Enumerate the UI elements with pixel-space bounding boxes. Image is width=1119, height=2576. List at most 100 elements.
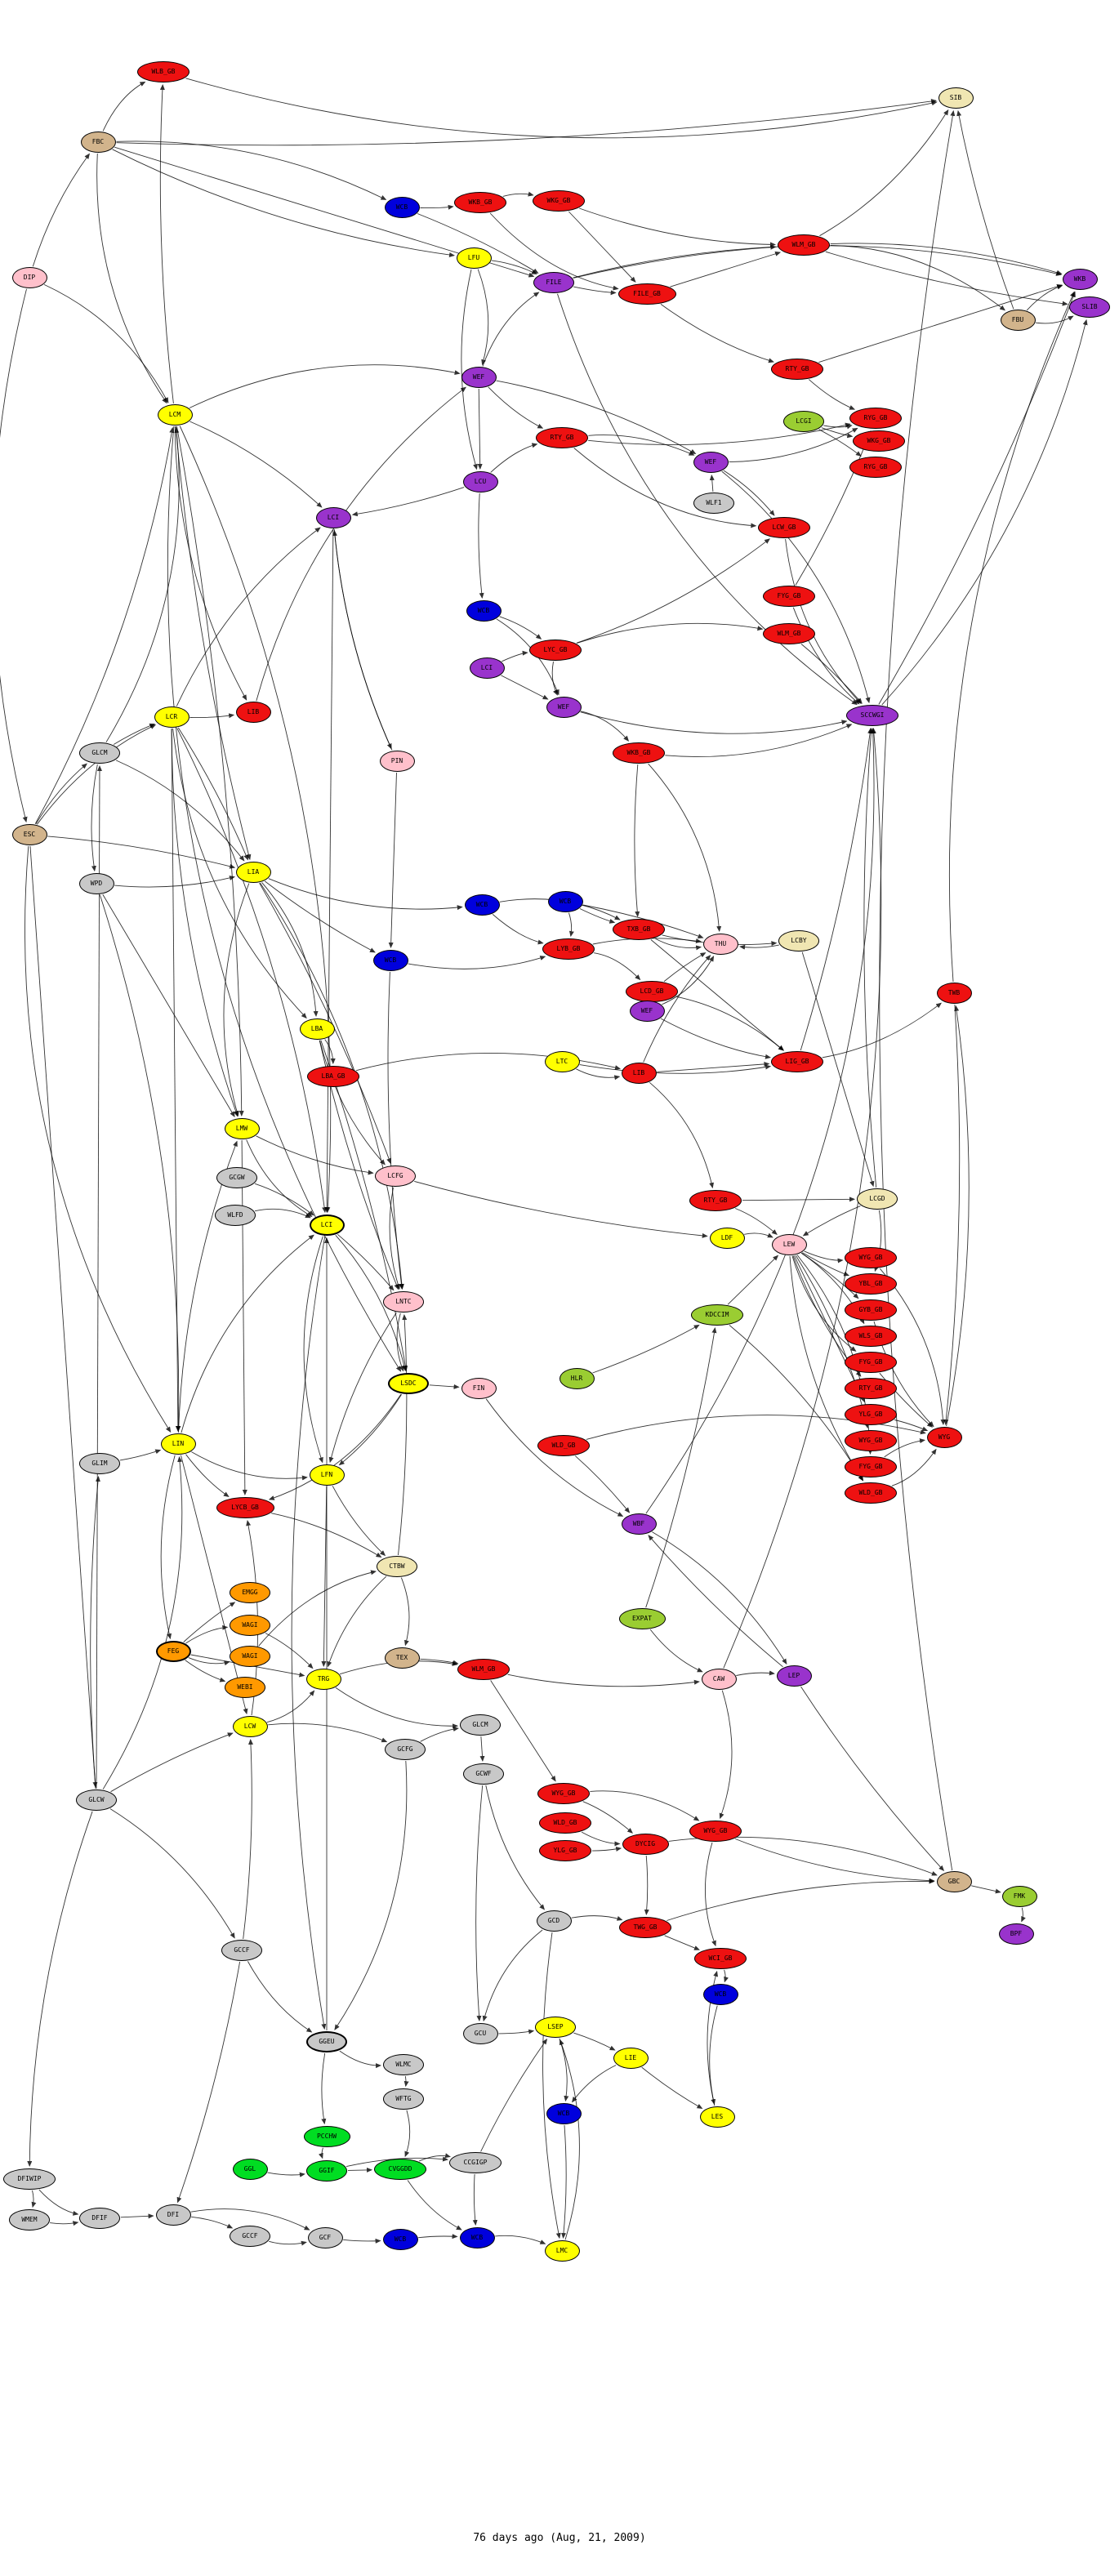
- graph-node-ylg-gb[interactable]: YLG_GB: [845, 1404, 897, 1425]
- graph-node-emgg[interactable]: EMGG: [230, 1582, 270, 1603]
- graph-node-rty-gb[interactable]: RTY_GB: [845, 1378, 897, 1399]
- graph-node-lin[interactable]: LIN: [160, 1433, 196, 1455]
- graph-node-rty-gb[interactable]: RTY_GB: [689, 1190, 742, 1211]
- graph-node-file-gb[interactable]: FILE_GB: [617, 283, 676, 305]
- graph-node-file[interactable]: FILE: [533, 272, 574, 293]
- graph-node-wlmc[interactable]: WLMC: [383, 2054, 424, 2075]
- graph-node-lsep[interactable]: LSEP: [535, 2017, 576, 2038]
- graph-node-wyg-gb[interactable]: WYG_GB: [689, 1821, 742, 1842]
- graph-node-ltc[interactable]: LTC: [544, 1051, 580, 1072]
- graph-node-glcm[interactable]: GLCM: [460, 1714, 501, 1736]
- graph-node-pcchw[interactable]: PCCHW: [303, 2126, 350, 2147]
- graph-node-txb-gb[interactable]: TXB_GB: [613, 919, 665, 940]
- graph-node-lfu[interactable]: LFU: [456, 247, 492, 269]
- graph-node-dfif[interactable]: DFIF: [79, 2208, 120, 2229]
- graph-node-wcb[interactable]: WCB: [384, 197, 420, 218]
- graph-node-ccgigp[interactable]: CCGIGP: [449, 2152, 502, 2173]
- graph-node-wcb[interactable]: WCB: [372, 950, 408, 971]
- graph-node-gccf[interactable]: GCCF: [221, 1940, 262, 1961]
- graph-node-lcm[interactable]: LCM: [157, 404, 193, 426]
- graph-node-lcw[interactable]: LCW: [232, 1716, 268, 1737]
- graph-node-lyc-gb[interactable]: LYC_GB: [529, 640, 582, 661]
- graph-node-lcgi[interactable]: LCGI: [783, 411, 824, 432]
- graph-node-gcgw[interactable]: GCGW: [216, 1167, 257, 1188]
- graph-node-lyb-gb[interactable]: LYB_GB: [542, 938, 595, 960]
- graph-node-gyb-gb[interactable]: GYB_GB: [845, 1299, 897, 1321]
- graph-node-dfi[interactable]: DFI: [155, 2204, 191, 2226]
- graph-node-wkg-gb[interactable]: WKG_GB: [533, 190, 585, 212]
- graph-node-trg[interactable]: TRG: [305, 1669, 341, 1690]
- graph-node-lcw-gb[interactable]: LCW_GB: [758, 517, 810, 538]
- graph-node-wagi[interactable]: WAGI: [230, 1615, 270, 1636]
- graph-node-glcw[interactable]: GLCW: [76, 1789, 117, 1811]
- graph-node-twg-gb[interactable]: TWG_GB: [619, 1917, 671, 1938]
- graph-node-fbc[interactable]: FBC: [80, 131, 116, 153]
- graph-node-gcwf[interactable]: GCWF: [463, 1763, 504, 1785]
- graph-node-sib[interactable]: SIB: [938, 87, 974, 109]
- graph-node-gbc[interactable]: GBC: [936, 1871, 972, 1892]
- graph-node-gcu[interactable]: GCU: [462, 2023, 498, 2044]
- graph-node-wkg-gb[interactable]: WKG_GB: [853, 430, 905, 452]
- graph-node-lcfg[interactable]: LCFG: [375, 1165, 416, 1187]
- graph-node-lep[interactable]: LEP: [776, 1665, 812, 1687]
- graph-node-hlr[interactable]: HLR: [559, 1368, 595, 1389]
- graph-node-lfn[interactable]: LFN: [309, 1464, 345, 1486]
- graph-node-cvggdd[interactable]: CVGGDD: [374, 2159, 426, 2180]
- graph-node-rty-gb[interactable]: RTY_GB: [536, 427, 588, 448]
- graph-node-ggl[interactable]: GGL: [232, 2159, 268, 2180]
- graph-node-lcd-gb[interactable]: LCD_GB: [626, 981, 678, 1002]
- graph-node-expat[interactable]: EXPAT: [618, 1608, 666, 1629]
- graph-node-glim[interactable]: GLIM: [79, 1453, 120, 1474]
- graph-node-lci[interactable]: LCI: [315, 507, 351, 528]
- graph-node-wls-gb[interactable]: WLS_GB: [845, 1326, 897, 1347]
- graph-node-lcby[interactable]: LCBY: [778, 930, 819, 952]
- graph-node-glcm[interactable]: GLCM: [79, 742, 120, 764]
- graph-node-fmk[interactable]: FMK: [1001, 1886, 1037, 1907]
- graph-node-lci[interactable]: LCI: [469, 657, 505, 679]
- graph-node-wyg-gb[interactable]: WYG_GB: [845, 1430, 897, 1451]
- graph-node-wcb[interactable]: WCB: [546, 2103, 582, 2124]
- graph-node-wbf[interactable]: WBF: [621, 1513, 657, 1535]
- graph-node-gcd[interactable]: GCD: [536, 1910, 572, 1932]
- graph-node-wcb[interactable]: WCB: [464, 894, 500, 916]
- graph-node-ryg-gb[interactable]: RYG_GB: [849, 457, 902, 478]
- graph-node-fbu[interactable]: FBU: [1000, 310, 1036, 331]
- graph-node-wef[interactable]: WEF: [693, 452, 729, 473]
- graph-node-dfiwip[interactable]: DFIWIP: [3, 2168, 56, 2190]
- graph-node-lba[interactable]: LBA: [299, 1018, 335, 1040]
- graph-node-gcfg[interactable]: GCFG: [385, 1739, 426, 1760]
- graph-node-lia[interactable]: LIA: [235, 862, 271, 883]
- graph-node-caw[interactable]: CAW: [701, 1669, 737, 1690]
- graph-node-fin[interactable]: FIN: [461, 1378, 497, 1399]
- graph-node-wci-gb[interactable]: WCI_GB: [694, 1948, 747, 1969]
- graph-node-lie[interactable]: LIE: [613, 2048, 649, 2069]
- graph-node-wagi[interactable]: WAGI: [230, 1646, 270, 1667]
- graph-node-wcb[interactable]: WCB: [466, 600, 502, 622]
- graph-node-wlm-gb[interactable]: WLM_GB: [763, 623, 815, 644]
- graph-node-lsdc[interactable]: LSDC: [388, 1373, 429, 1394]
- graph-node-sccwgi[interactable]: SCCWGI: [846, 705, 898, 726]
- graph-node-feg[interactable]: FEG: [155, 1641, 191, 1662]
- graph-node-lew[interactable]: LEW: [771, 1234, 807, 1255]
- graph-node-wkb[interactable]: WKB: [1062, 269, 1098, 290]
- graph-node-lci[interactable]: LCI: [309, 1214, 345, 1236]
- graph-node-lib[interactable]: LIB: [621, 1063, 657, 1084]
- graph-node-lycb-gb[interactable]: LYCB_GB: [216, 1497, 274, 1518]
- graph-node-ldf[interactable]: LDF: [709, 1228, 745, 1249]
- graph-node-wlf1[interactable]: WLF1: [693, 492, 734, 514]
- graph-node-wef[interactable]: WEF: [629, 1001, 665, 1022]
- graph-node-gcf[interactable]: GCF: [307, 2227, 343, 2248]
- graph-node-wef[interactable]: WEF: [546, 697, 582, 718]
- graph-node-rty-gb[interactable]: RTY_GB: [771, 359, 823, 380]
- graph-node-pin[interactable]: PIN: [379, 751, 415, 772]
- graph-node-lig-gb[interactable]: LIG_GB: [771, 1051, 823, 1072]
- graph-node-lntc[interactable]: LNTC: [383, 1291, 424, 1313]
- graph-node-esc[interactable]: ESC: [11, 824, 47, 845]
- graph-node-wmem[interactable]: WMEM: [9, 2209, 50, 2231]
- graph-node-fyg-gb[interactable]: FYG_GB: [763, 586, 815, 607]
- graph-node-wkb-gb[interactable]: WKB_GB: [454, 192, 506, 213]
- graph-node-wcb[interactable]: WCB: [382, 2229, 418, 2250]
- graph-node-lba-gb[interactable]: LBA_GB: [307, 1066, 359, 1087]
- graph-node-twb[interactable]: TWB: [936, 983, 972, 1004]
- graph-node-lmc[interactable]: LMC: [544, 2240, 580, 2262]
